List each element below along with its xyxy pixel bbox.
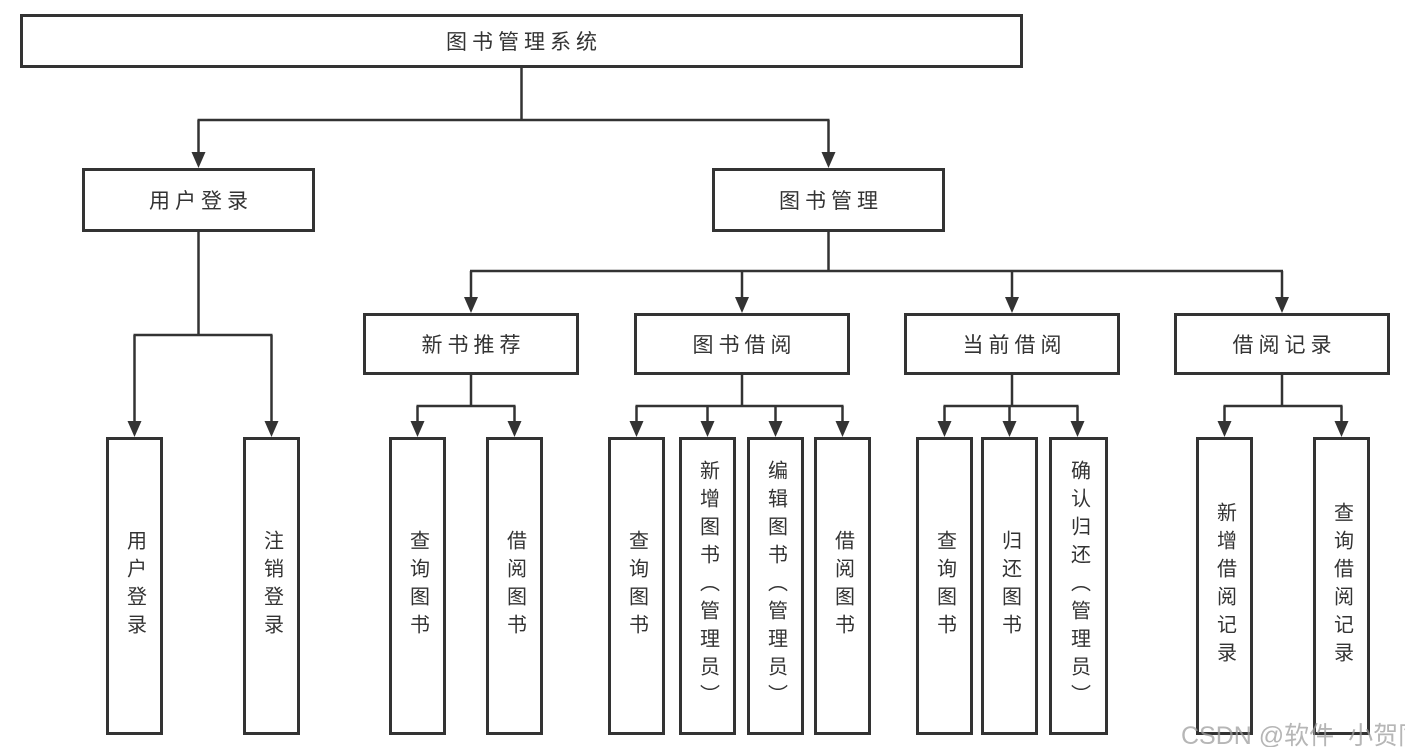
arrowheads-level2 (191, 152, 836, 168)
connector-newbook-to-leaves (416, 375, 516, 423)
leaf-borrow-books: 借阅图书 (814, 437, 871, 735)
node-user-login: 用户登录 (82, 168, 315, 232)
node-book-management: 图书管理 (712, 168, 945, 232)
leaf-return-books: 归还图书 (981, 437, 1038, 735)
leaf-query-books-borrowing: 查询图书 (608, 437, 665, 735)
node-book-borrowing: 图书借阅 (634, 313, 850, 375)
connector-records-to-leaves (1223, 375, 1343, 423)
arrowheads-leaves (127, 421, 1349, 437)
leaf-query-books-current: 查询图书 (916, 437, 973, 735)
leaf-query-books-recommend: 查询图书 (389, 437, 446, 735)
node-new-book-recommendation: 新书推荐 (363, 313, 579, 375)
leaf-logout: 注销登录 (243, 437, 300, 735)
node-current-borrowing: 当前借阅 (904, 313, 1120, 375)
connector-current-to-leaves (943, 375, 1079, 423)
csdn-watermark: CSDN @软件_小贺同学 (1181, 722, 1405, 747)
node-borrowing-records: 借阅记录 (1174, 313, 1390, 375)
connector-bookmgmt-to-level3 (469, 232, 1284, 299)
leaf-confirm-return-admin: 确认归还（管理员） (1049, 437, 1108, 735)
leaf-borrow-books-recommend: 借阅图书 (486, 437, 543, 735)
leaf-add-borrow-record: 新增借阅记录 (1196, 437, 1253, 735)
leaf-edit-books-admin: 编辑图书（管理员） (747, 437, 804, 735)
connector-userlogin-to-leaves (133, 232, 273, 423)
connector-borrow-to-leaves (635, 375, 844, 423)
leaf-add-books-admin: 新增图书（管理员） (679, 437, 736, 735)
arrowheads-level3 (464, 297, 1289, 313)
leaf-user-login: 用户登录 (106, 437, 163, 735)
connector-root-to-level2 (197, 68, 830, 153)
node-library-management-system: 图书管理系统 (20, 14, 1023, 68)
leaf-query-borrow-record: 查询借阅记录 (1313, 437, 1370, 735)
